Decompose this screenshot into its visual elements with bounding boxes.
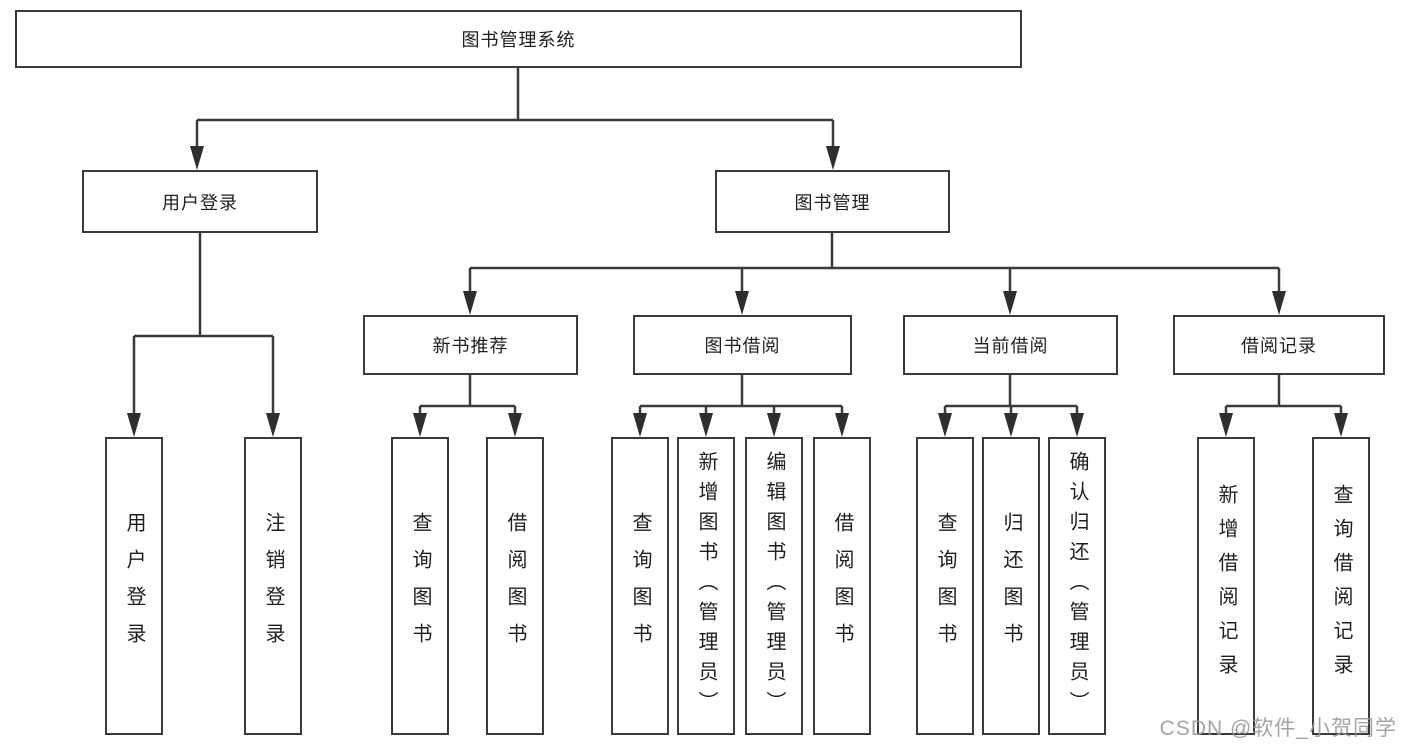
leaf-current-query-books: 查询图书 (916, 437, 974, 735)
leaf-user-login: 用户登录 (105, 437, 163, 735)
leaf-add-borrow-record: 新增借阅记录 (1197, 437, 1255, 735)
node-current-borrow: 当前借阅 (903, 315, 1118, 375)
connector-record-to-children (1224, 375, 1343, 416)
node-book-borrow: 图书借阅 (633, 315, 852, 375)
leaf-borrow-query-books: 查询图书 (611, 437, 669, 735)
leaf-logout: 注销登录 (244, 437, 302, 735)
connector-manage-to-level3 (468, 233, 1281, 294)
connector-root-to-level2 (195, 68, 835, 150)
leaf-confirm-return-admin: 确认归还（管理员） (1048, 437, 1106, 735)
connector-recommend-to-children (418, 375, 517, 416)
node-book-management: 图书管理 (715, 170, 950, 233)
leaf-borrow-books: 借阅图书 (813, 437, 871, 735)
node-library-management-system: 图书管理系统 (15, 10, 1022, 68)
leaf-add-book-admin: 新增图书（管理员） (677, 437, 735, 735)
node-new-book-recommend: 新书推荐 (363, 315, 578, 375)
connector-login-to-children (132, 233, 275, 416)
leaf-recommend-query-books: 查询图书 (391, 437, 449, 735)
leaf-recommend-borrow-books: 借阅图书 (486, 437, 544, 735)
arrowheads (127, 146, 1348, 437)
node-borrow-record: 借阅记录 (1173, 315, 1385, 375)
connector-borrow-to-children (638, 375, 844, 416)
leaf-edit-book-admin: 编辑图书（管理员） (745, 437, 803, 735)
node-user-login: 用户登录 (82, 170, 318, 233)
csdn-watermark: CSDN @软件_小贺同学 (1159, 717, 1397, 740)
leaf-query-borrow-record: 查询借阅记录 (1312, 437, 1370, 735)
leaf-return-books: 归还图书 (982, 437, 1040, 735)
connector-current-to-children (943, 375, 1079, 416)
